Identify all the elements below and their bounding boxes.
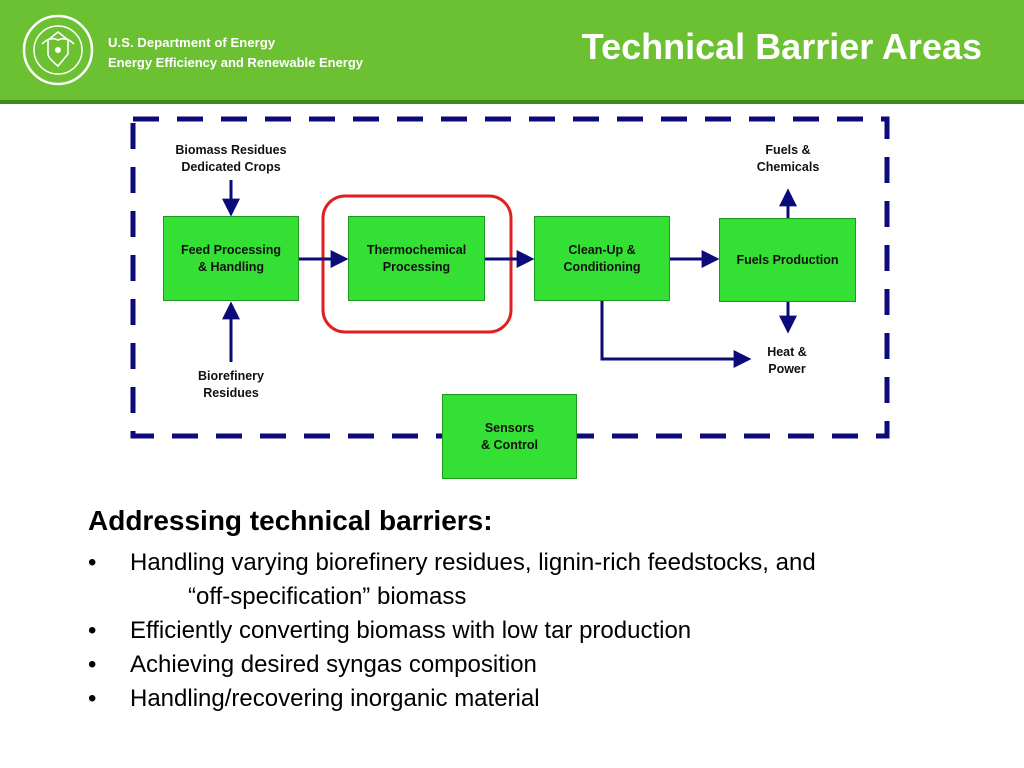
process-diagram <box>130 116 890 439</box>
sensors-control-box: Sensors& Control <box>442 394 577 479</box>
bullet-mark: • <box>88 685 97 712</box>
list-item: • Handling varying biorefinery residues,… <box>88 546 988 580</box>
list-item: • Achieving desired syngas composition <box>88 648 988 682</box>
list-item-text: Achieving desired syngas composition <box>130 651 537 678</box>
bullet-mark: • <box>88 617 97 644</box>
cleanup-box: Clean-Up &Conditioning <box>534 216 670 301</box>
output-fuels-chemicals-label: Fuels &Chemicals <box>756 143 820 174</box>
output-heat-power-label: Heat &Power <box>767 345 807 376</box>
barriers-list: • Handling varying biorefinery residues,… <box>88 546 988 716</box>
thermochemical-highlight <box>321 194 513 334</box>
list-item: • Handling/recovering inorganic material <box>88 682 988 716</box>
org-subname: Energy Efficiency and Renewable Energy <box>108 55 364 70</box>
system-boundary <box>130 116 890 439</box>
bullet-mark: • <box>88 549 97 576</box>
list-item-text: Efficiently converting biomass with low … <box>130 617 692 644</box>
list-item: • Efficiently converting biomass with lo… <box>88 614 988 648</box>
header-bar <box>0 0 1024 100</box>
doe-seal-icon <box>22 14 94 86</box>
barriers-heading: Addressing technical barriers: <box>88 505 493 536</box>
org-name: U.S. Department of Energy <box>108 35 276 50</box>
bullet-mark: • <box>88 651 97 678</box>
feed-processing-box: Feed Processing& Handling <box>163 216 299 301</box>
fuels-production-box: Fuels Production <box>719 218 856 302</box>
header-divider <box>0 100 1024 104</box>
list-item-text: Handling/recovering inorganic material <box>130 685 540 712</box>
arrow-cleanup-to-heat <box>600 301 752 368</box>
page-title: Technical Barrier Areas <box>581 26 982 67</box>
list-item-continuation: “off-specification” biomass <box>188 583 467 610</box>
list-item-text: Handling varying biorefinery residues, l… <box>130 549 816 576</box>
